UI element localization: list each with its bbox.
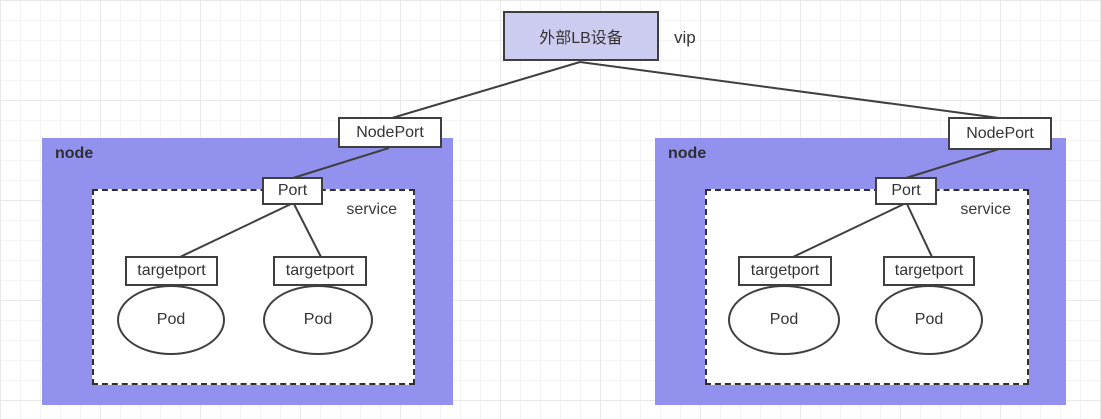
connector-lb-to-nodeport-1 bbox=[391, 61, 581, 119]
port-box-2[interactable]: Port bbox=[875, 177, 937, 205]
pod-ellipse-4[interactable]: Pod bbox=[875, 285, 983, 355]
targetport-box-2[interactable]: targetport bbox=[273, 256, 367, 286]
nodeport-label-2: NodePort bbox=[966, 124, 1034, 142]
external-lb-box[interactable]: 外部LB设备 bbox=[503, 11, 659, 61]
port-label-2: Port bbox=[891, 182, 921, 199]
service-label-2: service bbox=[960, 201, 1011, 218]
service-label-1: service bbox=[346, 201, 397, 218]
nodeport-label-1: NodePort bbox=[356, 123, 424, 141]
service-box-2[interactable]: service bbox=[705, 189, 1029, 385]
port-label-1: Port bbox=[277, 182, 308, 199]
targetport-label-2: targetport bbox=[285, 262, 355, 279]
connector-lb-to-nodeport-2 bbox=[579, 61, 1000, 119]
targetport-box-4[interactable]: targetport bbox=[883, 256, 975, 286]
node-label-2: node bbox=[668, 145, 707, 162]
targetport-box-3[interactable]: targetport bbox=[738, 256, 832, 286]
targetport-box-1[interactable]: targetport bbox=[125, 256, 218, 286]
external-lb-label: 外部LB设备 bbox=[539, 30, 623, 47]
port-box-1[interactable]: Port bbox=[262, 177, 323, 205]
pod-label-3: Pod bbox=[769, 311, 799, 328]
pod-ellipse-2[interactable]: Pod bbox=[263, 285, 373, 355]
node-label-1: node bbox=[55, 145, 94, 162]
nodeport-box-2[interactable]: NodePort bbox=[948, 117, 1052, 150]
pod-label-2: Pod bbox=[303, 311, 333, 328]
targetport-label-3: targetport bbox=[750, 262, 820, 279]
vip-label: vip bbox=[674, 28, 696, 47]
targetport-label-4: targetport bbox=[894, 262, 964, 279]
pod-label-4: Pod bbox=[914, 311, 944, 328]
pod-label-1: Pod bbox=[156, 311, 186, 328]
nodeport-box-1[interactable]: NodePort bbox=[338, 117, 442, 148]
pod-ellipse-3[interactable]: Pod bbox=[728, 285, 840, 355]
targetport-label-1: targetport bbox=[137, 262, 206, 279]
pod-ellipse-1[interactable]: Pod bbox=[117, 285, 225, 355]
service-box-1[interactable]: service bbox=[92, 189, 415, 385]
